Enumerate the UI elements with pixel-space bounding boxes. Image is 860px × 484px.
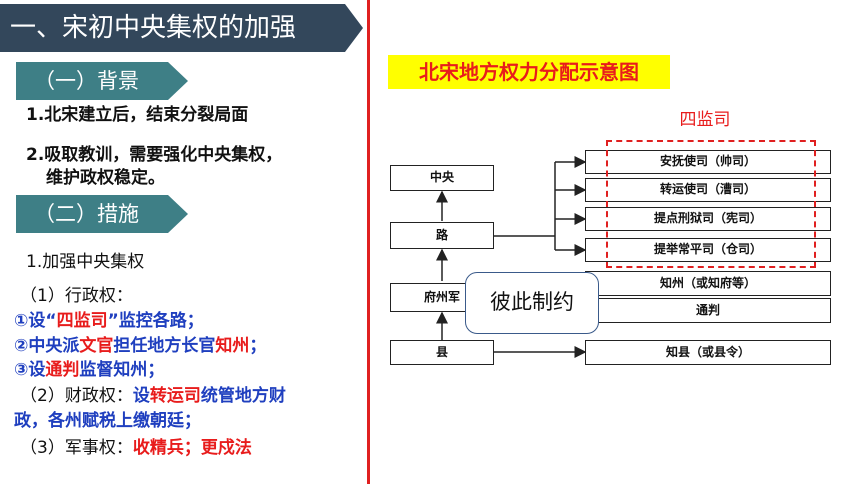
measures-tag: （二）措施 [16, 195, 188, 233]
node-route: 路 [390, 222, 494, 249]
mutual-check-callout: 彼此制约 [465, 272, 599, 334]
office-granary: 提举常平司（仓司） [585, 238, 831, 262]
panel-divider [367, 0, 370, 484]
node-prefect: 知州（或知府等） [585, 271, 831, 296]
background-item-2: 2.吸取教训，需要强化中央集权， [26, 145, 283, 165]
node-county: 县 [390, 340, 494, 365]
background-item-1: 1.北宋建立后，结束分裂局面 [26, 105, 249, 125]
finance-line-2: 政，各州赋税上缴朝廷； [14, 411, 201, 431]
measure-heading: 1.加强中央集权 [26, 252, 145, 272]
background-item-2-cont: 维护政权稳定。 [46, 168, 165, 188]
military-line: （3）军事权：收精兵；更戍法 [20, 438, 252, 458]
admin-item-1: ①设“四监司”监控各路； [14, 311, 204, 331]
background-tag: （一）背景 [16, 62, 188, 100]
admin-item-3: ③设通判监督知州； [14, 360, 165, 380]
node-vice-prefect: 通判 [585, 298, 831, 323]
finance-line-1: （2）财政权：设转运司统管地方财 [20, 386, 286, 406]
four-offices-label: 四监司 [679, 110, 731, 130]
office-judicial: 提点刑狱司（宪司） [585, 207, 831, 231]
node-county-magistrate: 知县（或县令） [585, 340, 831, 365]
admin-label: （1）行政权： [20, 286, 133, 306]
office-transport: 转运使司（漕司） [585, 178, 831, 202]
node-central: 中央 [390, 165, 494, 191]
section-title: 一、宋初中央集权的加强 [0, 4, 363, 52]
office-pacification: 安抚使司（帅司） [585, 150, 831, 174]
diagram-title: 北宋地方权力分配示意图 [388, 55, 670, 89]
admin-item-2: ②中央派文官担任地方长官知州； [14, 336, 267, 356]
four-offices-highlight [606, 140, 816, 268]
